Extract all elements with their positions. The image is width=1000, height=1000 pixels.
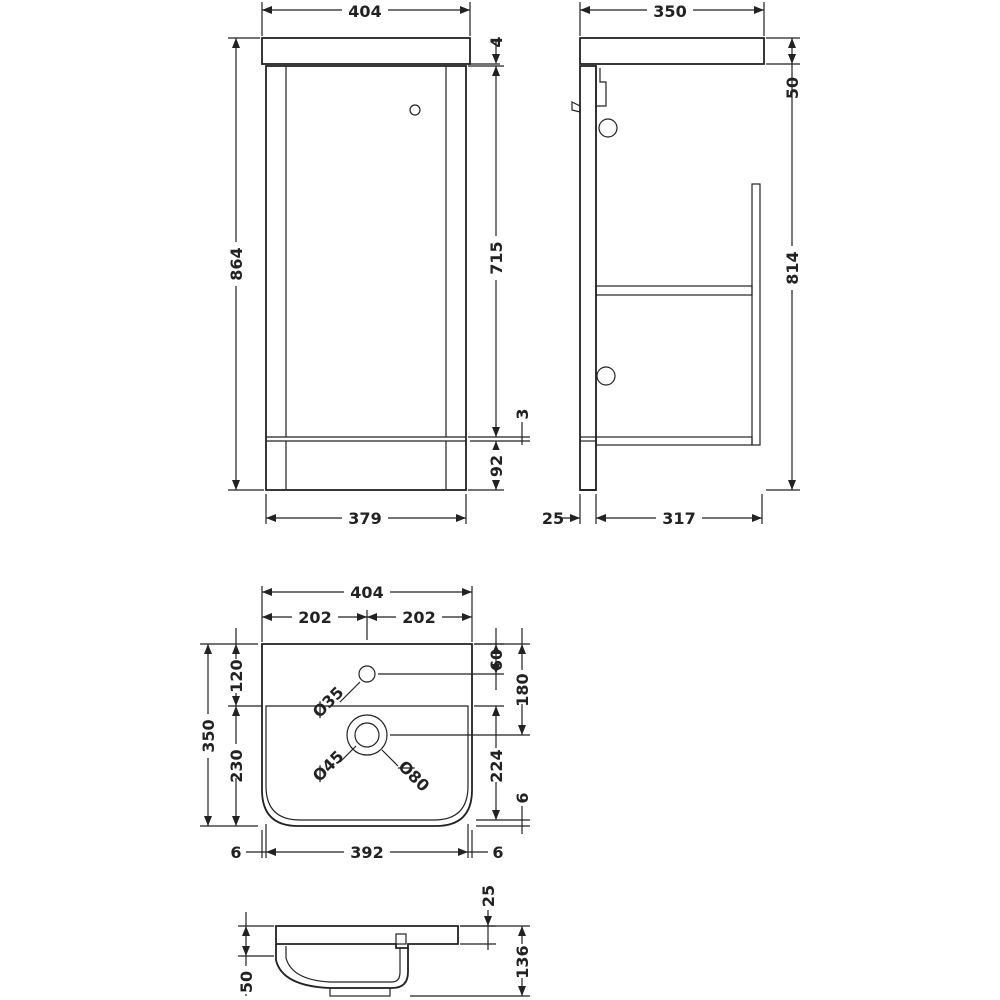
side-body-depth-label: 317 <box>662 509 695 528</box>
front-gap-top-label: 4 <box>487 36 506 47</box>
side-door-edge <box>751 183 761 446</box>
front-plinth-height-label: 92 <box>487 455 506 477</box>
side-hole-upper <box>598 118 618 138</box>
section-view: 25 136 50 <box>236 885 532 997</box>
plan-waste-outer-dia-label: Ø80 <box>394 757 433 796</box>
section-bowl-height-label: 136 <box>513 945 532 978</box>
plan-waste-offset-label: 180 <box>513 673 532 706</box>
plan-view: 404 202 202 350 120 230 <box>198 582 532 862</box>
plan-bowl-inner <box>265 705 469 821</box>
side-cabinet-body <box>579 65 597 491</box>
plan-bowl-width-label: 392 <box>350 843 383 862</box>
plan-waste-inner-dia-label: Ø45 <box>309 747 348 786</box>
plan-width-total-label: 404 <box>350 583 383 602</box>
front-height-total-label: 864 <box>227 247 246 280</box>
plan-side-gap-left-label: 6 <box>230 843 241 862</box>
section-rim-thickness-label: 25 <box>479 885 498 907</box>
plan-depth-front-label: 230 <box>227 749 246 782</box>
plan-depth-total-label: 350 <box>199 719 218 752</box>
front-width-top-label: 404 <box>348 2 381 21</box>
plan-tap-hole <box>358 665 376 683</box>
plan-half-left-label: 202 <box>298 608 331 627</box>
side-top-thickness-label: 50 <box>783 77 802 99</box>
side-shelf-upper <box>595 285 753 296</box>
section-overhang-label: 50 <box>237 971 256 993</box>
section-rim <box>275 925 459 949</box>
front-gap-bottom-label: 3 <box>513 408 532 419</box>
front-basin-top <box>261 37 471 65</box>
side-basin-top <box>579 37 765 65</box>
side-view: 350 50 814 25 317 <box>542 0 802 528</box>
plan-tap-offset-label: 60 <box>487 649 506 671</box>
side-hole-lower <box>596 366 616 386</box>
plan-side-gap-right-label: 6 <box>492 843 503 862</box>
plan-waste-outer <box>346 714 388 756</box>
side-recess-label: 25 <box>542 509 564 528</box>
front-height-door-label: 715 <box>487 241 506 274</box>
plan-waste-inner <box>354 722 380 748</box>
front-width-bottom-label: 379 <box>348 509 381 528</box>
plan-depth-back-label: 120 <box>227 659 246 692</box>
plan-basin-outline <box>261 643 473 827</box>
section-waste-outlet <box>329 987 391 997</box>
plan-half-right-label: 202 <box>402 608 435 627</box>
plan-front-gap-label: 6 <box>513 792 532 803</box>
front-door-knob <box>409 104 421 116</box>
side-height-body-label: 814 <box>783 251 802 284</box>
side-depth-top-label: 350 <box>653 2 686 21</box>
side-shelf-lower <box>595 436 753 446</box>
front-cabinet-body <box>265 65 467 491</box>
plan-tap-dia-label: Ø35 <box>309 683 348 722</box>
plan-bowl-depth-label: 224 <box>487 749 506 782</box>
front-view: 404 864 715 4 3 92 <box>226 0 532 528</box>
